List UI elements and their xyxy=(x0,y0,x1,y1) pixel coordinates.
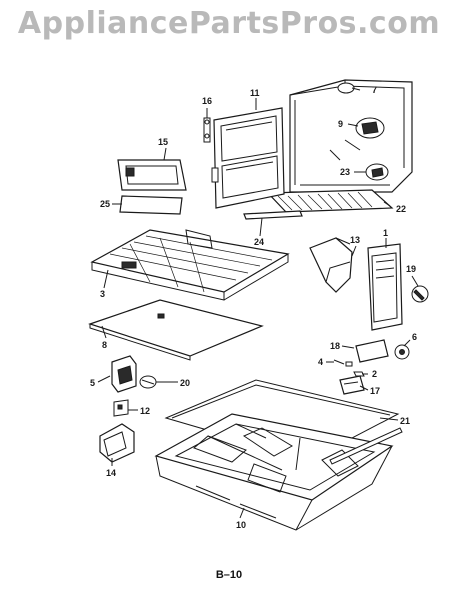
callout-14: 14 xyxy=(106,468,116,478)
callout-7: 7 xyxy=(372,85,377,95)
callout-15: 15 xyxy=(158,137,168,147)
callout-16: 16 xyxy=(202,96,212,106)
callout-1: 1 xyxy=(383,228,388,238)
callout-21: 21 xyxy=(400,416,410,426)
door-latch xyxy=(111,355,137,393)
latch-insert xyxy=(139,375,157,389)
control-panel xyxy=(367,243,403,331)
control-housing xyxy=(117,159,187,191)
watermark-logo: AppliancePartsPros.com xyxy=(17,6,441,41)
callout-18: 18 xyxy=(330,341,340,351)
freezer-trim-strip xyxy=(243,210,303,220)
air-duct xyxy=(309,237,353,293)
callout-8: 8 xyxy=(102,340,107,350)
callout-13: 13 xyxy=(350,235,360,245)
main-shelf xyxy=(90,229,290,301)
callout-3: 3 xyxy=(100,289,105,299)
hinge-pin xyxy=(203,117,211,143)
leader-lines xyxy=(97,87,419,519)
crisper-drawer xyxy=(154,413,394,531)
latch-bracket-base xyxy=(99,423,135,463)
callout-17: 17 xyxy=(370,386,380,396)
glass-shelf xyxy=(88,299,264,361)
page-label: B–10 xyxy=(215,569,243,581)
callout-22: 22 xyxy=(396,204,406,214)
control-knob xyxy=(411,285,429,303)
callout-24: 24 xyxy=(254,237,264,247)
freezer-liner xyxy=(289,79,413,193)
callout-23: 23 xyxy=(340,167,350,177)
callout-4: 4 xyxy=(318,357,323,367)
callout-11: 11 xyxy=(250,88,260,98)
callout-20: 20 xyxy=(180,378,190,388)
callout-10: 10 xyxy=(236,520,246,530)
callout-9: 9 xyxy=(338,119,343,129)
callout-12: 12 xyxy=(140,406,150,416)
cover-plate xyxy=(119,195,183,215)
freezer-shelf xyxy=(266,189,394,213)
callout-2: 2 xyxy=(372,369,377,379)
callout-5: 5 xyxy=(90,378,95,388)
callout-6: 6 xyxy=(412,332,417,342)
crisper-slide-rail xyxy=(329,427,403,465)
freezer-door xyxy=(211,107,285,209)
thermostat-assembly xyxy=(333,339,410,395)
callout-19: 19 xyxy=(406,264,416,274)
latch-bracket xyxy=(113,399,129,417)
callout-25: 25 xyxy=(100,199,110,209)
